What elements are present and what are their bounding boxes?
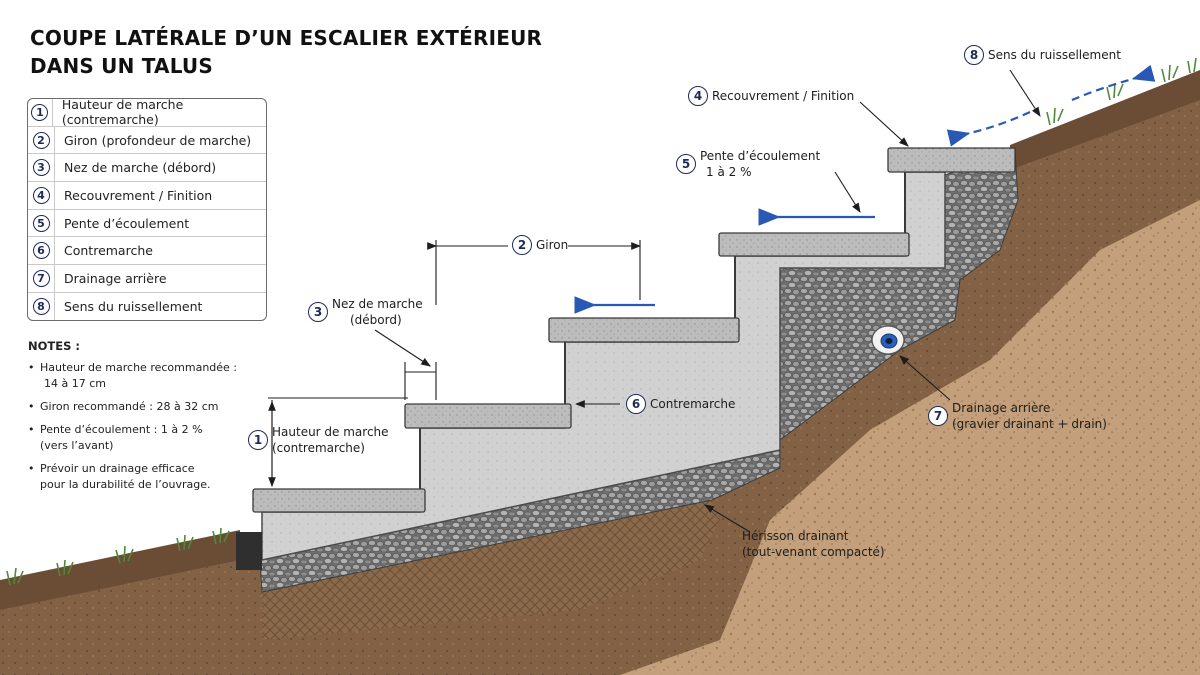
legend-number-badge: 1	[31, 103, 49, 121]
legend-row: 8 Sens du ruissellement	[28, 292, 266, 320]
legend-label: Nez de marche (débord)	[64, 160, 217, 176]
legend-label: Drainage arrière	[64, 270, 167, 286]
tread-3	[548, 317, 740, 343]
callout-text: Drainage arrière	[952, 401, 1051, 415]
legend-number-badge: 8	[32, 297, 50, 315]
callout-badge: 1	[248, 430, 268, 450]
legend-label: Giron (profondeur de marche)	[64, 132, 252, 148]
legend-number-badge: 4	[32, 186, 50, 204]
callout-text: Hauteur de marche	[272, 425, 389, 439]
callout-badge: 8	[964, 45, 984, 65]
legend-row: 3 Nez de marche (débord)	[28, 154, 266, 183]
callout-nez: 3 Nez de marche (débord)	[308, 296, 423, 328]
compacted-hardcore	[262, 498, 720, 640]
callout-text: (contremarche)	[272, 441, 365, 455]
legend-table: 1 Hauteur de marche (contremarche) 2 Gir…	[27, 97, 267, 321]
legend-label: Pente d’écoulement	[64, 215, 190, 231]
legend-number-badge: 3	[32, 159, 50, 177]
note-line: Pente d’écoulement : 1 à 2 %	[40, 423, 203, 436]
callout-hauteur: 1 Hauteur de marche (contremarche)	[248, 424, 389, 456]
callout-herisson: Hérisson drainant (tout-venant compacté)	[742, 528, 885, 560]
note-line: pour la durabilité de l’ouvrage.	[40, 478, 211, 491]
surface-soil-band	[0, 70, 1200, 610]
callout-contremarche: 6 Contremarche	[626, 394, 735, 414]
tread-2	[404, 403, 572, 429]
callout-text: Nez de marche	[332, 297, 423, 311]
slope-soil-light	[0, 80, 1200, 675]
notes-panel: NOTES : Hauteur de marche recommandée : …	[28, 338, 238, 500]
callout-text: Hérisson drainant	[742, 529, 849, 543]
callout-text: Sens du ruissellement	[988, 48, 1121, 62]
callout-recouvrement: 4 Recouvrement / Finition	[688, 86, 854, 106]
grass-tufts	[6, 57, 1197, 586]
notes-title: NOTES :	[28, 339, 80, 353]
tread-4	[718, 232, 910, 257]
legend-label: Hauteur de marche (contremarche)	[61, 97, 184, 128]
note-line: Giron recommandé : 28 à 32 cm	[40, 400, 219, 413]
legend-row: 6 Contremarche	[28, 237, 266, 266]
legend-number-badge: 2	[32, 131, 50, 149]
legend-row: 5 Pente d’écoulement	[28, 209, 266, 238]
callout-text: Giron	[536, 238, 569, 252]
callout-text: (débord)	[350, 313, 402, 327]
title-line-1: COUPE LATÉRALE D’UN ESCALIER EXTÉRIEUR	[30, 26, 543, 50]
callout-badge: 6	[626, 394, 646, 414]
page-title: COUPE LATÉRALE D’UN ESCALIER EXTÉRIEUR D…	[30, 24, 542, 80]
base-edge	[236, 532, 262, 570]
note-item: Pente d’écoulement : 1 à 2 % (vers l’ava…	[28, 422, 238, 454]
drain-pipe-icon	[871, 325, 905, 355]
title-line-2: DANS UN TALUS	[30, 54, 213, 78]
dimension-lines	[268, 69, 1041, 533]
callout-badge: 3	[308, 302, 328, 322]
note-item: Hauteur de marche recommandée : 14 à 17 …	[28, 360, 238, 392]
legend-row: 2 Giron (profondeur de marche)	[28, 126, 266, 155]
tread-slabs	[252, 147, 1016, 513]
note-item: Prévoir un drainage efficace pour la dur…	[28, 461, 238, 493]
note-line: Hauteur de marche recommandée :	[40, 361, 238, 374]
flow-arrow-runoff-right	[1071, 64, 1156, 102]
callout-ruissellement: 8 Sens du ruissellement	[964, 45, 1121, 65]
legend-number-badge: 6	[32, 242, 50, 260]
callout-text: Pente d’écoulement	[700, 149, 821, 163]
callout-text: (gravier drainant + drain)	[952, 417, 1107, 431]
note-line: (vers l’avant)	[40, 439, 114, 452]
callout-text: (tout-venant compacté)	[742, 545, 885, 559]
legend-row: 1 Hauteur de marche (contremarche)	[28, 97, 266, 128]
callout-text: 1 à 2 %	[706, 165, 752, 179]
callout-giron: 2 Giron	[512, 235, 568, 255]
callout-badge: 2	[512, 235, 532, 255]
legend-number-badge: 5	[32, 214, 50, 232]
callout-text: Recouvrement / Finition	[712, 89, 855, 103]
note-line: Prévoir un drainage efficace	[40, 462, 195, 475]
callout-badge: 5	[676, 154, 696, 174]
callout-text: Contremarche	[650, 397, 736, 411]
callout-pente: 5 Pente d’écoulement 1 à 2 %	[676, 148, 820, 180]
callout-badge: 7	[928, 406, 948, 426]
callout-badge: 4	[688, 86, 708, 106]
legend-label: Contremarche	[64, 243, 153, 259]
flow-arrow-runoff-left	[946, 111, 1031, 147]
note-line: 14 à 17 cm	[44, 377, 106, 390]
tread-top	[887, 147, 1016, 173]
legend-row: 4 Recouvrement / Finition	[28, 182, 266, 210]
legend-number-badge: 7	[32, 269, 50, 287]
flow-arrows	[574, 64, 1156, 314]
legend-label: Sens du ruissellement	[64, 298, 203, 314]
callout-drainage: 7 Drainage arrière (gravier drainant + dra…	[928, 400, 1107, 432]
tread-1	[252, 488, 426, 513]
note-item: Giron recommandé : 28 à 32 cm	[28, 399, 238, 415]
legend-label: Recouvrement / Finition	[64, 187, 213, 203]
legend-row: 7 Drainage arrière	[28, 265, 266, 293]
